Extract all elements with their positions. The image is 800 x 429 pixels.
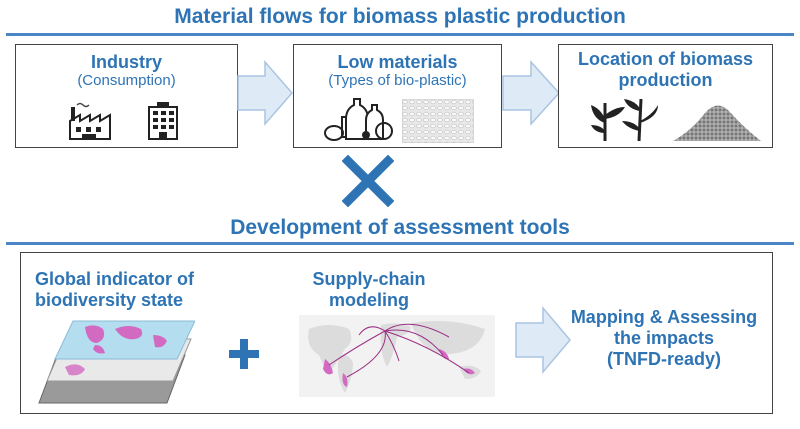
cross-icon [342, 155, 394, 207]
plastic-pellets-icon [402, 99, 474, 143]
plant-icon [591, 98, 658, 142]
industry-box: Industry (Consumption) [15, 44, 238, 148]
bottom-heading: Development of assessment tools [230, 216, 570, 239]
supply-line1: Supply-chain [312, 269, 426, 289]
tools-box: Global indicator of biodiversity state S… [20, 252, 773, 414]
bottles-and-containers-icon [324, 98, 393, 141]
supply-line2: modeling [329, 290, 409, 310]
indicator-line1: Global indicator of [35, 269, 195, 289]
mapping-line2: the impacts [613, 328, 715, 348]
office-building-icon [148, 102, 178, 140]
plus-icon [229, 339, 259, 369]
top-heading: Material flows for biomass plastic produ… [174, 5, 626, 28]
industry-subtitle: (Consumption) [77, 72, 176, 89]
flow-arrow-3 [515, 305, 571, 375]
location-title-line2: production [618, 70, 713, 90]
materials-subtitle: (Types of bio-plastic) [328, 72, 467, 89]
location-title-line1: Location of biomass [577, 49, 754, 69]
mapping-line3: (TNFD-ready) [606, 349, 721, 369]
industry-title: Industry [90, 52, 162, 72]
flow-arrow-2 [502, 60, 561, 126]
world-map-icon [299, 315, 495, 397]
soil-pile-icon [673, 105, 761, 141]
indicator-line2: biodiversity state [35, 290, 184, 310]
map-layers-icon [38, 320, 195, 404]
bottom-divider [6, 242, 794, 245]
flow-arrow-1 [237, 60, 293, 126]
materials-box: Low materials (Types of bio-plastic) [293, 44, 502, 148]
mapping-line1: Mapping & Assessing [570, 307, 758, 327]
top-divider [6, 33, 794, 36]
factory-icon [69, 102, 111, 140]
location-box: Location of biomass production [558, 44, 773, 148]
materials-title: Low materials [337, 52, 458, 72]
